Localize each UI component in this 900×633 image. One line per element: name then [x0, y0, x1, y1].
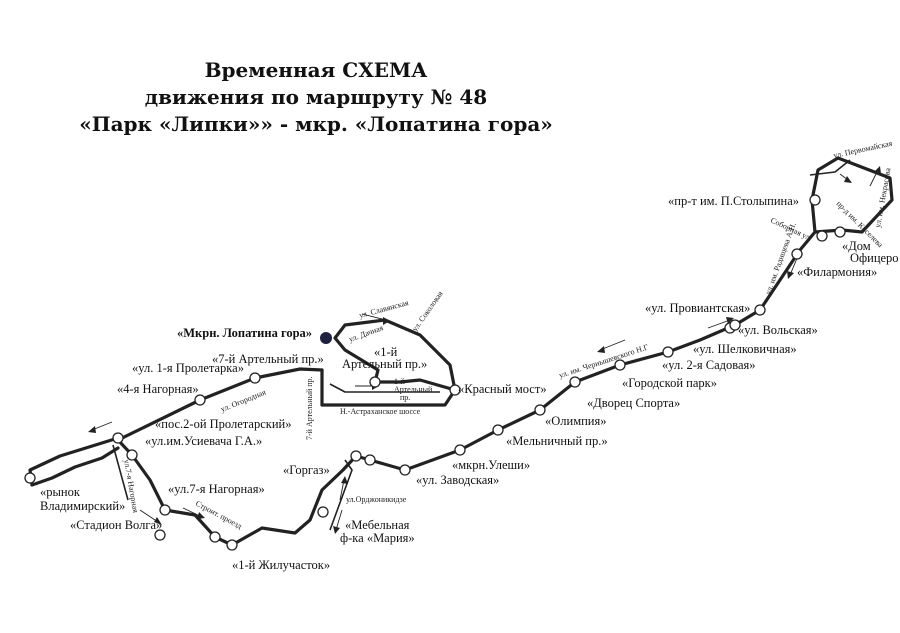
arrowhead-icon: [874, 166, 881, 174]
stop-label-uleshi: «мкрн.Улеши»: [452, 458, 530, 472]
arrow-icon: [361, 313, 387, 321]
stop-marker: [569, 376, 581, 388]
stop-label-artelny-7: «7-й Артельный пр.»: [212, 352, 324, 366]
stop-label-rynok-b: Владимирский»: [40, 499, 125, 513]
stop-marker: [24, 472, 36, 484]
street-label-nekrasova: ул. им. Некрасова: [873, 167, 892, 229]
stop-markers: [24, 194, 846, 551]
stop-label-filarmonia: «Филармония»: [797, 265, 877, 279]
stop-label-proletarsky-2: «пос.2-ой Пролетарский»: [155, 417, 291, 431]
stop-marker: [754, 304, 766, 316]
stop-marker: [364, 454, 376, 466]
street-label-artelny-7: 7-й Артельный пр.: [305, 376, 314, 440]
stop-marker: [209, 531, 221, 543]
stop-label-mebelnaya-a: «Мебельная: [345, 518, 410, 532]
title-line-3: «Парк «Липки»» - мкр. «Лопатина гора»: [79, 112, 553, 136]
stop-label-nagornaya-4: «4-я Нагорная»: [117, 382, 199, 396]
arrow-icon: [182, 507, 201, 517]
stop-marker: [369, 376, 381, 388]
street-label-slavyanskaya: ул. Славянская: [358, 298, 410, 320]
stop-label-proviantskaya: «ул. Провиантская»: [645, 301, 750, 315]
stop-labels: «Мкрн. Лопатина гора» «1-й Артельный пр.…: [40, 194, 899, 572]
street-label-astrakhanskoe: Н.-Астраханское шоссе: [340, 407, 421, 416]
stop-marker: [112, 432, 124, 444]
stop-marker: [492, 424, 504, 436]
arrow-icon: [139, 509, 159, 523]
arrowhead-icon: [154, 517, 162, 525]
stop-label-lopatina-gora: «Мкрн. Лопатина гора»: [177, 326, 312, 340]
arrowhead-icon: [197, 512, 205, 519]
stop-label-dvorets: «Дворец Спорта»: [587, 396, 680, 410]
arrowhead-icon: [341, 476, 348, 484]
title-line-1: Временная СХЕМА: [205, 58, 429, 82]
stop-label-mebelnaya-b: ф-ка «Мария»: [340, 531, 415, 545]
stop-marker: [249, 372, 261, 384]
stop-label-melnichny: «Мельничный пр.»: [506, 434, 608, 448]
arrow-icon: [335, 509, 343, 531]
stop-marker: [399, 464, 411, 476]
stop-label-nagornaya-7: «ул.7-я Нагорная»: [168, 482, 265, 496]
street-label-ordzhonikidze: ул.Орджоникидзе: [346, 495, 407, 504]
stop-marker: [449, 384, 461, 396]
street-label-artelny-1-small-c: пр.: [400, 393, 410, 402]
stop-label-olimpia: «Олимпия»: [545, 414, 607, 428]
stop-label-usievicha: «ул.им.Усиевача Г.А.»: [145, 434, 262, 448]
stop-label-zhiluchastok: «1-й Жилучасток»: [232, 558, 330, 572]
arrowhead-icon: [726, 317, 734, 324]
arrowhead-icon: [383, 317, 390, 325]
street-label-artelny-1-small-b: Артельный: [394, 385, 433, 394]
street-label-dachnaya: ул. Дачная: [348, 323, 385, 344]
stop-marker: [317, 506, 329, 518]
stop-label-sadovaya: «ул. 2-я Садовая»: [662, 358, 756, 372]
stop-label-shelkovichnaya: «ул. Шелковичная»: [693, 342, 797, 356]
stop-marker: [791, 248, 803, 260]
stop-marker: [834, 226, 846, 238]
street-label-artelny-1-small-a: 1-й: [394, 377, 406, 386]
stop-marker: [159, 504, 171, 516]
route-parallel-lines: [112, 159, 851, 531]
street-label-pervomayskaya: ул. Первомайская: [833, 139, 894, 160]
arrowhead-icon: [844, 176, 852, 183]
stop-label-artelny-1b: Артельный пр.»: [342, 357, 427, 371]
stop-marker: [809, 194, 821, 206]
stop-label-stolypina: «пр-т им. П.Столыпина»: [668, 194, 799, 208]
street-label-ogorodnaya: ул. Огородная: [219, 387, 267, 413]
arrowhead-icon: [333, 526, 340, 534]
stop-label-volskaya: «ул. Вольская»: [738, 323, 818, 337]
stop-label-dom-ofitserov-b: Офицеро: [850, 251, 899, 265]
arrowhead-icon: [88, 426, 96, 433]
terminal-stop-marker: [320, 332, 332, 344]
stop-marker: [154, 529, 166, 541]
stop-label-artelny-1a: «1-й: [374, 345, 398, 359]
stop-marker: [226, 539, 238, 551]
stop-marker: [454, 444, 466, 456]
stop-label-krasny-most: «Красный мост»: [458, 382, 547, 396]
stop-marker: [534, 404, 546, 416]
stop-label-proletarka-1: «ул. 1-я Пролетарка»: [132, 361, 244, 375]
arrow-icon: [707, 319, 731, 329]
title-line-2: движения по маршруту № 48: [145, 85, 487, 109]
stop-marker: [350, 450, 362, 462]
stop-label-stadion: «Стадион Волга»: [70, 518, 162, 532]
stop-marker: [816, 230, 828, 242]
street-label-sokolovaya: ул. Соколовая: [410, 289, 445, 333]
stop-label-rynok-a: «рынок: [40, 485, 81, 499]
arrowhead-icon: [597, 346, 605, 353]
stop-label-gorgaz: «Горгаз»: [283, 463, 330, 477]
stop-marker: [194, 394, 206, 406]
stop-marker: [126, 449, 138, 461]
stop-label-zavodskaya: «ул. Заводская»: [416, 473, 499, 487]
stop-marker: [729, 319, 741, 331]
arrow-icon: [339, 479, 345, 501]
stop-marker: [614, 359, 626, 371]
stop-label-dom-ofitserov-a: «Дом: [842, 239, 871, 253]
direction-arrows: [88, 166, 881, 534]
stop-label-gorodskoy-park: «Городской парк»: [622, 376, 717, 390]
stop-marker: [662, 346, 674, 358]
arrowhead-icon: [787, 271, 794, 279]
